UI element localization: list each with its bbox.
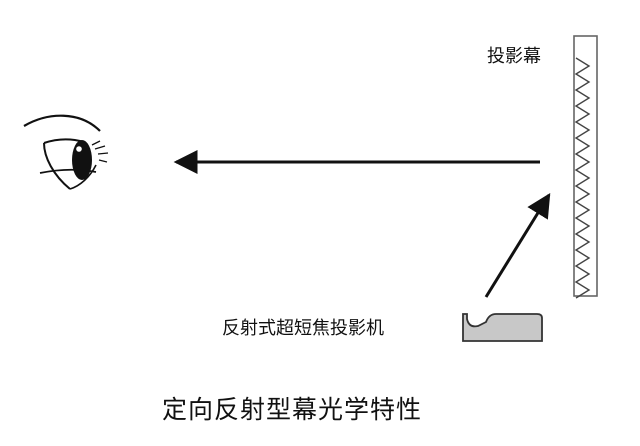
screen-label: 投影幕 — [487, 46, 541, 67]
eye-icon — [23, 114, 109, 190]
diagram-caption: 定向反射型幕光学特性 — [162, 395, 423, 424]
projector-icon — [462, 313, 543, 342]
projected-light-arrow — [484, 192, 551, 298]
projector-label: 反射式超短焦投影机 — [222, 318, 384, 339]
projection-screen-icon — [573, 35, 598, 299]
